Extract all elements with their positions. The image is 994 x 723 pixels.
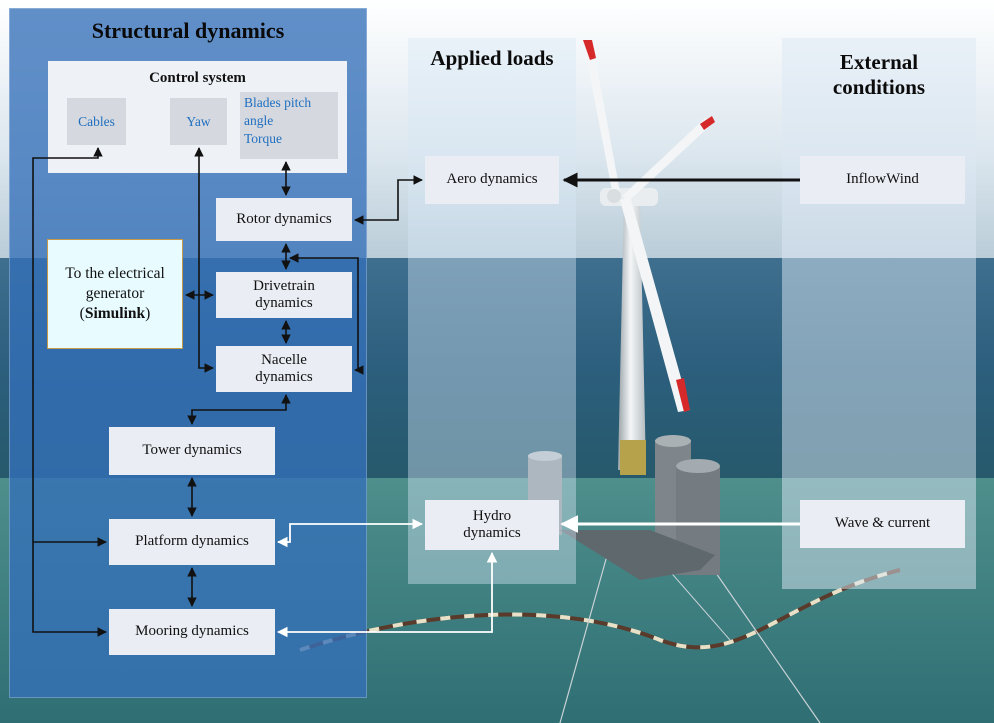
paren-close: ) <box>145 305 151 323</box>
external-title-line1: External <box>839 50 919 74</box>
mooring-dynamics-box: Mooring dynamics <box>109 609 275 655</box>
arrow-rotor-aero <box>354 175 423 225</box>
arrow-rotor-nacelle-loop <box>289 253 364 375</box>
hydro-line2: dynamics <box>463 525 521 541</box>
blades-line2: angle <box>244 113 274 129</box>
wave-current-box: Wave & current <box>800 500 965 548</box>
tower-dynamics-box: Tower dynamics <box>109 427 275 475</box>
cables-box: Cables <box>67 98 126 145</box>
arrow-platform-hydro <box>276 518 424 548</box>
inflowwind-box: InflowWind <box>800 156 965 204</box>
applied-loads-title: Applied loads <box>430 46 554 70</box>
arrow-hydro-mooring <box>276 551 498 638</box>
rotor-dynamics-box: Rotor dynamics <box>216 198 352 241</box>
aero-dynamics-box: Aero dynamics <box>425 156 559 204</box>
platform-dynamics-box: Platform dynamics <box>109 519 275 565</box>
electrical-line1: To the electrical <box>65 264 165 282</box>
blades-line1: Blades pitch <box>244 95 312 110</box>
arrow-cables-mooring <box>32 147 107 637</box>
blades-pitch-torque-box: Blades pitch angle Torque <box>240 92 338 159</box>
yaw-box: Yaw <box>170 98 227 145</box>
external-conditions-title: External conditions <box>782 50 976 100</box>
blades-line3: Torque <box>244 131 283 147</box>
structural-dynamics-title: Structural dynamics <box>91 18 285 43</box>
hydro-dynamics-box: Hydro dynamics <box>425 500 559 550</box>
arrow-nacelle-tower <box>187 394 291 425</box>
applied-loads-panel <box>408 38 576 584</box>
control-system-title: Control system <box>149 70 246 86</box>
arrow-yaw-nacelle <box>194 147 214 373</box>
external-title-line2: conditions <box>832 75 926 100</box>
hydro-line1: Hydro <box>472 507 512 524</box>
paren-open: ( <box>79 305 85 323</box>
external-conditions-panel <box>782 38 976 589</box>
